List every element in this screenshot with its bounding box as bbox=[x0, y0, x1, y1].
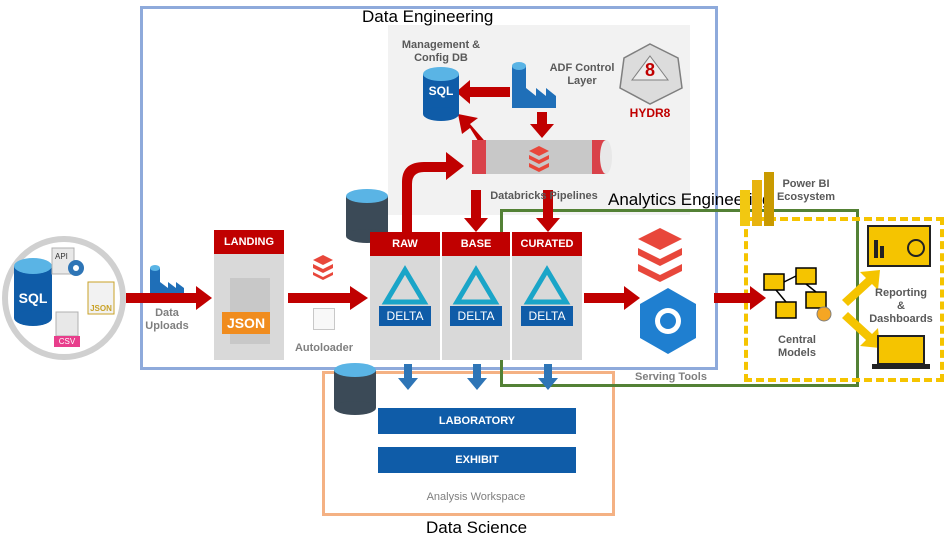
json-document-icon bbox=[87, 281, 115, 315]
raw-storage-icon bbox=[346, 189, 388, 243]
sql-source-label: SQL bbox=[18, 290, 48, 306]
autoloader-icon bbox=[313, 308, 335, 330]
landing-databricks-icon bbox=[312, 254, 333, 280]
raw-stage-header: RAW bbox=[370, 232, 440, 256]
autoloader-label: Autoloader bbox=[294, 342, 354, 354]
sql-database-icon bbox=[14, 258, 52, 326]
base-delta-badge: DELTA bbox=[450, 306, 502, 326]
landing-json-badge: JSON bbox=[222, 312, 270, 334]
workspace-arrows bbox=[398, 364, 558, 390]
analysis-workspace-label: Analysis Workspace bbox=[426, 491, 526, 503]
reporting-label: Reporting & Dashboards bbox=[869, 287, 933, 325]
exhibit-bar: EXHIBIT bbox=[378, 447, 576, 473]
data-science-region bbox=[322, 371, 615, 516]
power-bi-icon bbox=[740, 172, 774, 226]
workspace-storage-icon bbox=[334, 363, 376, 415]
central-models-label: Central Models bbox=[778, 334, 816, 359]
laboratory-bar: LABORATORY bbox=[378, 408, 576, 434]
synapse-icon bbox=[640, 288, 696, 354]
landing-header: LANDING bbox=[214, 230, 284, 254]
data-science-title: Data Science bbox=[426, 518, 528, 537]
delta-icon-curated bbox=[523, 265, 571, 305]
flow-arrows bbox=[126, 80, 766, 310]
data-uploads-label: Data Uploads bbox=[145, 307, 189, 332]
delta-icon-raw bbox=[381, 265, 429, 305]
data-engineering-title: Data Engineering bbox=[362, 7, 494, 26]
databricks-logo-icon bbox=[529, 146, 549, 172]
csv-document-icon bbox=[54, 311, 80, 347]
data-engineering-region bbox=[140, 6, 718, 370]
curated-delta-badge: DELTA bbox=[521, 306, 573, 326]
hydr8-logo-icon bbox=[619, 43, 683, 105]
management-db-label: Management & Config DB bbox=[401, 39, 481, 64]
databricks-serving-icon bbox=[638, 228, 682, 282]
data-uploads-factory-icon bbox=[150, 265, 184, 296]
databricks-pipelines-label: Databricks Pipelines bbox=[490, 190, 598, 202]
gear-icon bbox=[68, 260, 84, 276]
reporting-arrows bbox=[842, 270, 880, 348]
hydr8-label: HYDR8 bbox=[629, 106, 671, 120]
raw-delta-badge: DELTA bbox=[379, 306, 431, 326]
power-bi-label: Power BI Ecosystem bbox=[776, 178, 836, 203]
databricks-small-icon bbox=[313, 255, 333, 280]
central-models-icon bbox=[763, 267, 832, 322]
laptop-icon bbox=[872, 335, 930, 369]
config-db-sql-label: SQL bbox=[428, 84, 454, 98]
csv-label: CSV bbox=[58, 337, 76, 346]
hydr8-digit: 8 bbox=[644, 60, 655, 80]
delta-icon-base bbox=[452, 265, 500, 305]
api-label: API bbox=[55, 252, 68, 261]
dashboard-icon bbox=[867, 225, 931, 267]
json-source-label: JSON bbox=[90, 304, 112, 313]
adf-control-label: ADF Control Layer bbox=[549, 62, 615, 87]
analytics-engineering-title: Analytics Engineering bbox=[608, 190, 772, 209]
config-db-icon bbox=[423, 67, 459, 121]
adf-factory-icon bbox=[512, 62, 556, 108]
base-stage-header: BASE bbox=[442, 232, 510, 256]
curated-stage-header: CURATED bbox=[512, 232, 582, 256]
serving-tools-label: Serving Tools bbox=[635, 371, 707, 383]
